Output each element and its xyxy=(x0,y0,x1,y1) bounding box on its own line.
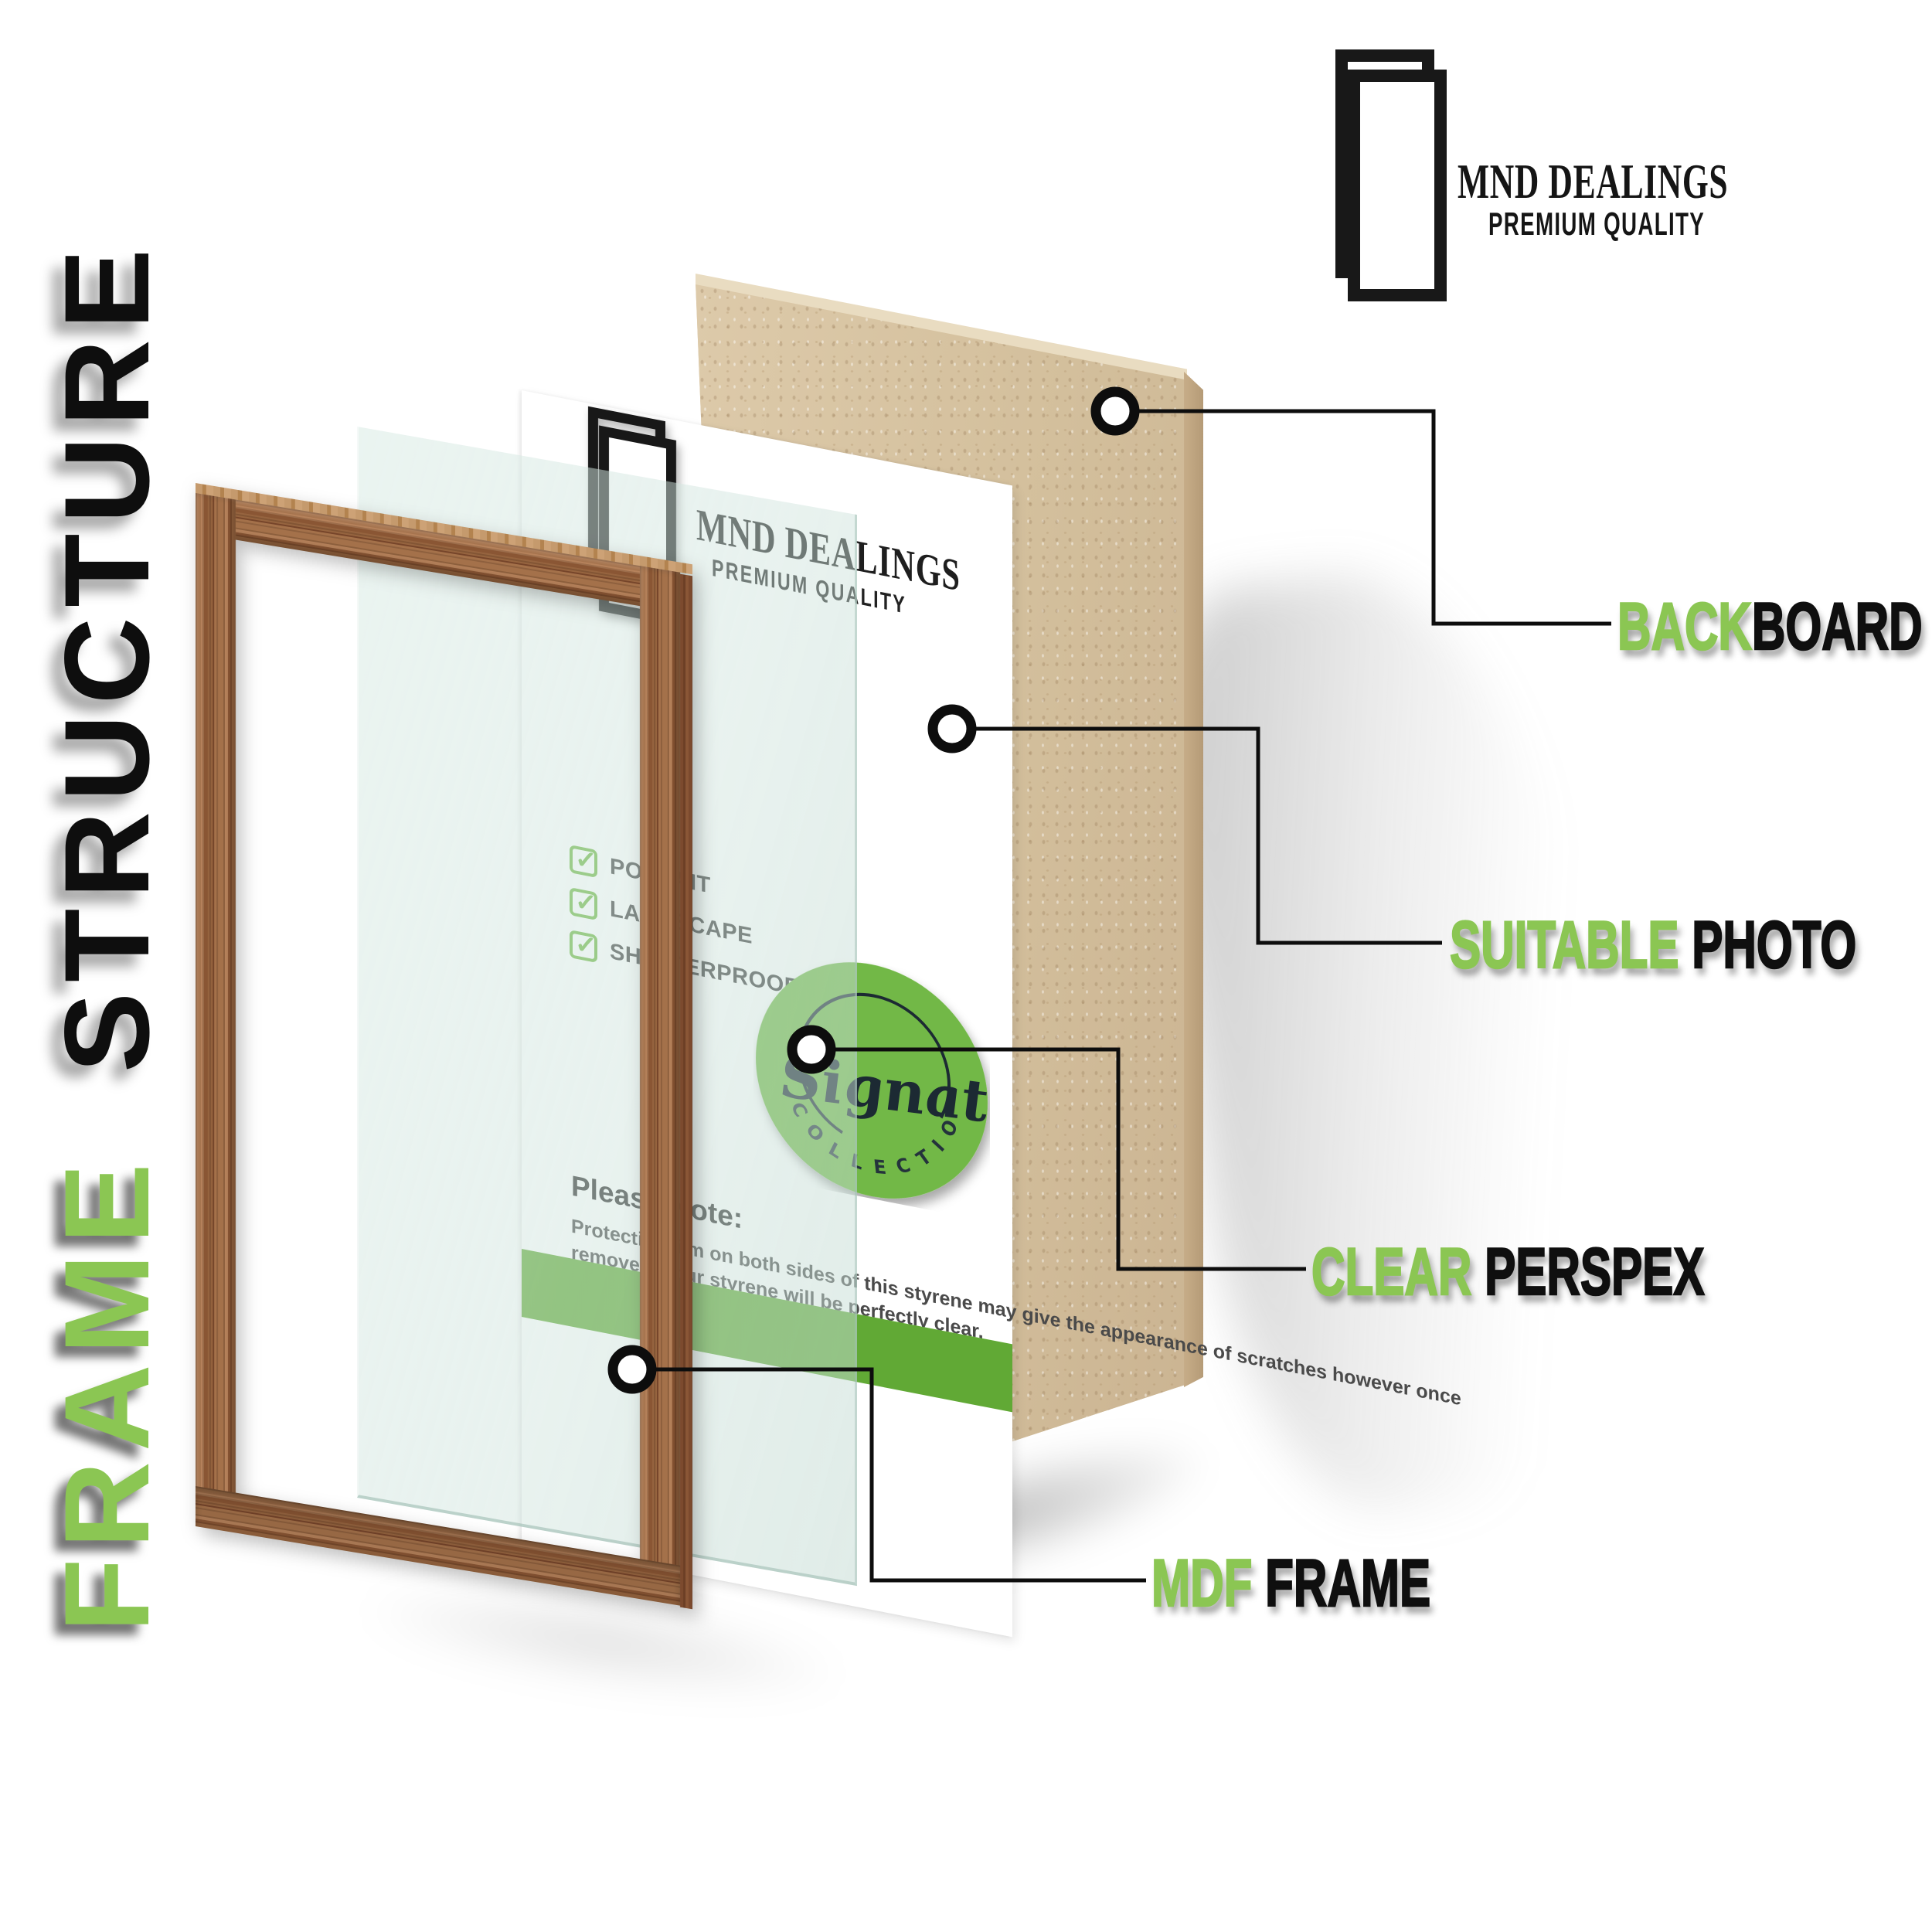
side-title: FRAME STRUCTURE xyxy=(39,239,177,1632)
clear-perspex-callout-ring-icon xyxy=(787,1025,836,1074)
label-black-part: FRAME xyxy=(1252,1546,1431,1622)
backboard-side-edge xyxy=(1184,372,1203,1387)
brand-tagline: PREMIUM QUALITY xyxy=(1488,206,1706,242)
clear-perspex-callout-line xyxy=(833,1047,1306,1271)
backboard-callout-line xyxy=(1136,409,1611,626)
suitable-photo-callout-ring-icon xyxy=(927,704,977,753)
label-black-part: PHOTO xyxy=(1679,907,1857,984)
label-black-part: PERSPEX xyxy=(1471,1234,1705,1311)
label-backboard: BACKBOARD xyxy=(1617,589,1923,665)
label-mdf-frame: MDF FRAME xyxy=(1151,1546,1431,1622)
label-black-part: BOARD xyxy=(1751,589,1923,665)
label-clear-perspex: CLEAR PERSPEX xyxy=(1311,1234,1705,1311)
label-suitable-photo: SUITABLE PHOTO xyxy=(1449,907,1857,984)
suitable-photo-callout-line xyxy=(974,726,1442,945)
side-title-structure: STRUCTURE xyxy=(40,239,175,1073)
brand-frame-logo-icon xyxy=(1335,49,1451,304)
label-green-part: SUITABLE xyxy=(1449,907,1679,984)
frame-logo-outline-front xyxy=(1348,70,1447,301)
brand-block: MND DEALINGS PREMIUM QUALITY xyxy=(1335,49,1830,312)
backboard-callout-ring-icon xyxy=(1090,386,1140,436)
mdf-frame-callout-ring-icon xyxy=(607,1345,657,1394)
label-green-part: CLEAR xyxy=(1311,1234,1472,1311)
side-title-frame: FRAME xyxy=(40,1153,175,1632)
brand-name: MND DEALINGS xyxy=(1458,154,1729,209)
mdf-frame-callout-line xyxy=(654,1367,1146,1583)
label-green-part: BACK xyxy=(1617,589,1753,665)
label-green-part: MDF xyxy=(1151,1546,1253,1622)
